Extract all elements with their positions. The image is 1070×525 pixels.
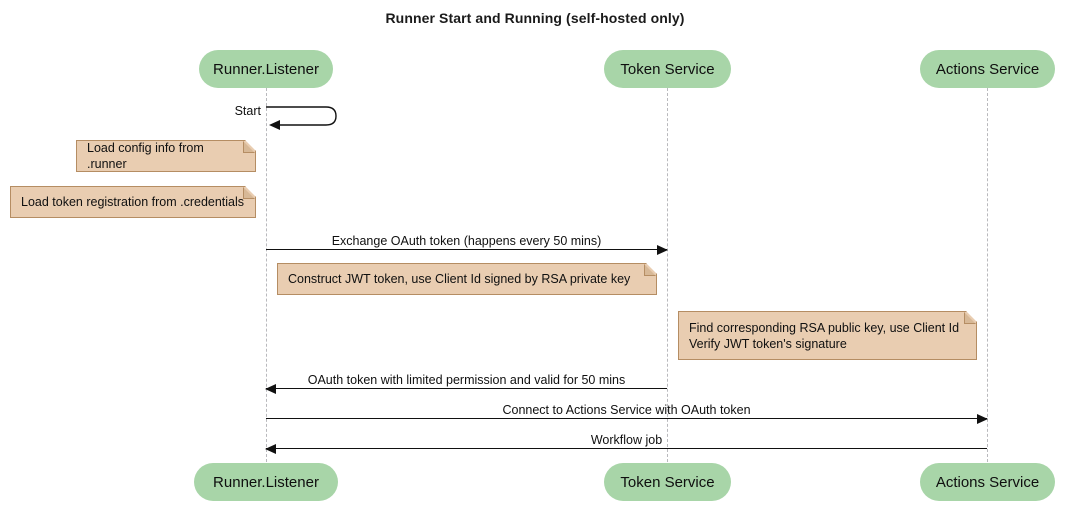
note-load-config: Load config info from .runner	[76, 140, 256, 172]
note-fold-corner-icon	[243, 141, 255, 153]
note-construct-jwt-token: Construct JWT token, use Client Id signe…	[277, 263, 657, 295]
note-fold-corner-icon	[644, 264, 656, 276]
self-message-start[interactable]	[266, 103, 346, 130]
message-label: Exchange OAuth token (happens every 50 m…	[331, 234, 602, 248]
note-fold-corner-icon	[243, 187, 255, 199]
lifeline-token-service	[667, 88, 668, 462]
note-text: Construct JWT token, use Client Id signe…	[288, 272, 631, 286]
participant-label: Runner.Listener	[213, 60, 319, 78]
arrowhead-left-icon	[265, 384, 276, 394]
arrowhead-left-icon	[265, 444, 276, 454]
participant-label: Token Service	[620, 473, 715, 491]
message-label: OAuth token with limited permission and …	[307, 373, 626, 387]
note-text: Load token registration from .credential…	[21, 195, 245, 209]
self-message-start-label: Start	[234, 104, 261, 118]
participant-actions-service-bottom[interactable]: Actions Service	[920, 463, 1055, 501]
arrowhead-right-icon	[657, 245, 668, 255]
participant-label: Actions Service	[935, 473, 1040, 491]
participant-label: Actions Service	[935, 60, 1040, 78]
lifeline-runner-listener	[266, 88, 267, 462]
lifeline-actions-service	[987, 88, 988, 462]
note-text: Load config info from .runner	[87, 141, 204, 171]
message-connect-actions-service[interactable]: Connect to Actions Service with OAuth to…	[266, 403, 988, 424]
participant-label: Token Service	[620, 60, 715, 78]
participant-runner-listener-top[interactable]: Runner.Listener	[199, 50, 333, 88]
participant-token-service-top[interactable]: Token Service	[604, 50, 731, 88]
note-verify-jwt-signature: Find corresponding RSA public key, use C…	[678, 311, 977, 360]
participant-actions-service-top[interactable]: Actions Service	[920, 50, 1055, 88]
message-label: Workflow job	[590, 433, 663, 447]
message-exchange-oauth-token[interactable]: Exchange OAuth token (happens every 50 m…	[266, 234, 668, 255]
message-label: Connect to Actions Service with OAuth to…	[502, 403, 751, 417]
page-title: Runner Start and Running (self-hosted on…	[385, 10, 685, 26]
participant-label: Runner.Listener	[213, 473, 319, 491]
arrowhead-right-icon	[977, 414, 988, 424]
participant-token-service-bottom[interactable]: Token Service	[604, 463, 731, 501]
note-text: Find corresponding RSA public key, use C…	[689, 320, 960, 351]
message-oauth-token-return[interactable]: OAuth token with limited permission and …	[265, 373, 667, 394]
note-fold-corner-icon	[964, 312, 976, 324]
message-workflow-job[interactable]: Workflow job	[265, 433, 987, 454]
participant-runner-listener-bottom[interactable]: Runner.Listener	[194, 463, 338, 501]
note-load-token-registration: Load token registration from .credential…	[10, 186, 256, 218]
